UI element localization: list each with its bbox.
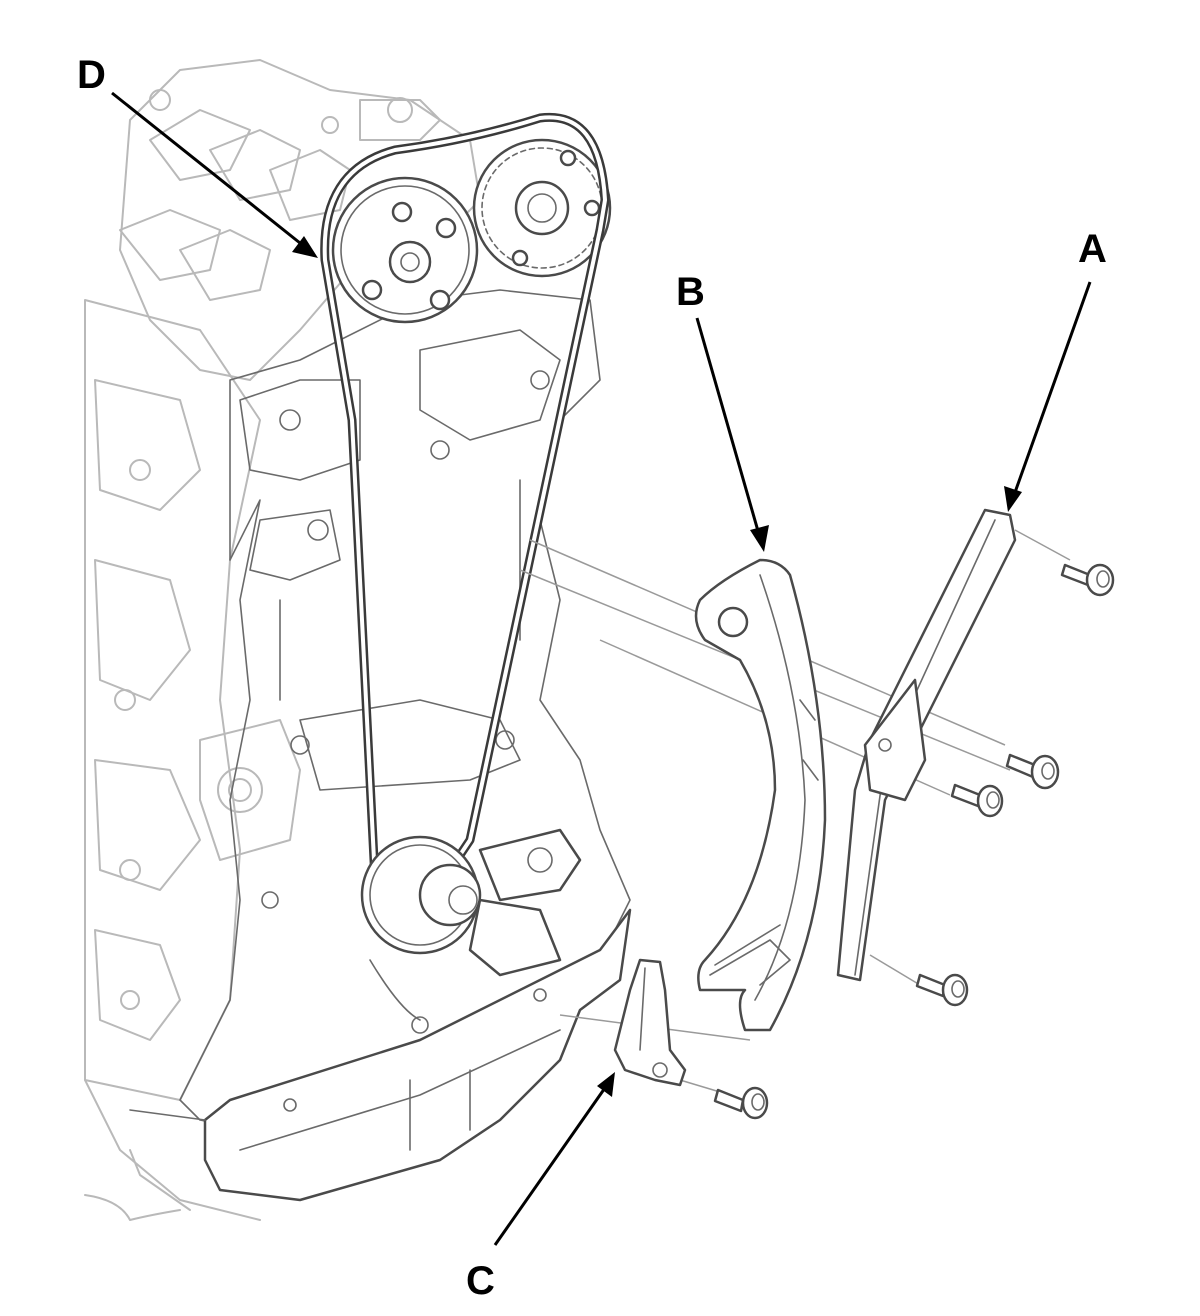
exhaust-cam-sprocket: [472, 138, 612, 278]
callout-c-leader-main: [493, 1084, 609, 1246]
callout-c-label: C: [466, 1259, 495, 1303]
callout-c-arrowhead: [597, 1072, 615, 1097]
bolt-2: [1005, 753, 1060, 790]
callout-d-label: D: [77, 53, 106, 97]
callout-a-leader: [1011, 281, 1092, 499]
callout-b-arrowhead: [750, 525, 769, 552]
callout-c: C: [466, 1072, 615, 1303]
callout-d: D: [77, 53, 318, 258]
callout-b-label: B: [676, 270, 705, 314]
tensioner-arm: [694, 558, 827, 1032]
engine-front-face: [129, 289, 632, 1202]
callout-d-arrowhead: [292, 236, 318, 258]
intake-cam-sprocket: [331, 176, 479, 324]
bolt-4: [915, 973, 969, 1007]
chain-guide: [836, 508, 1017, 982]
callout-a-arrowhead: [1004, 486, 1022, 512]
bolt-1: [1060, 563, 1115, 597]
callout-d-leader: [111, 91, 306, 249]
callout-a: A: [1004, 227, 1107, 512]
crankshaft-sprocket: [360, 828, 582, 1021]
lower-chain-guide: [613, 958, 687, 1087]
engine-block-ghost: [84, 59, 481, 1221]
callout-b-leader: [695, 317, 762, 539]
bolt-5: [713, 1086, 769, 1120]
bolt-3: [950, 783, 1004, 818]
callout-b: B: [676, 270, 769, 552]
callout-a-label: A: [1078, 227, 1107, 271]
